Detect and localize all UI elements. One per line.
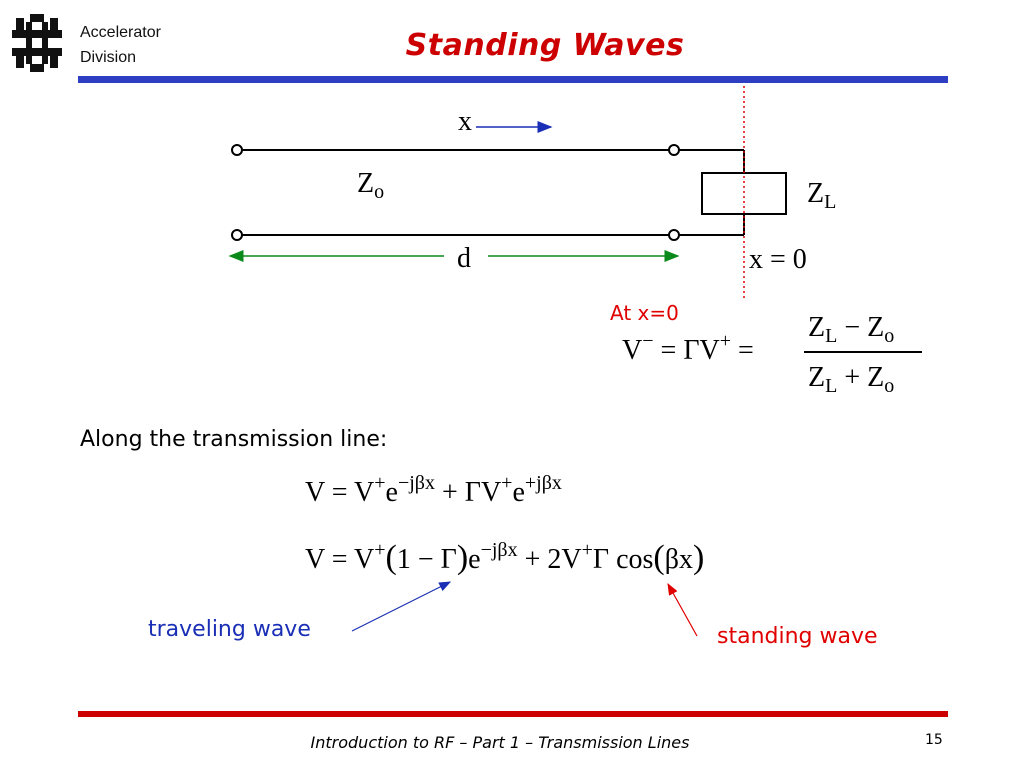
- voltage-equation-1: V = V+e−jβx + ΓV+e+jβx: [305, 472, 562, 508]
- standing-wave-label: standing wave: [717, 624, 878, 649]
- traveling-wave-label: traveling wave: [148, 617, 311, 642]
- at-x0-label: At x=0: [610, 301, 679, 325]
- footer-rule: [78, 711, 948, 717]
- slide-title: Standing Waves: [405, 28, 685, 63]
- zo-sub: o: [374, 181, 385, 203]
- transmission-line-diagram: [228, 86, 787, 298]
- zo-main: Z: [357, 168, 375, 199]
- standing-wave-arrow: [667, 582, 698, 637]
- along-line-text: Along the transmission line:: [80, 427, 388, 452]
- voltage-equation-2: V = V+(1 − Γ)e−jβx + 2V+Γ cos(βx): [305, 539, 705, 576]
- org-name-line2: Division: [80, 49, 137, 66]
- traveling-wave-arrow: [351, 581, 452, 632]
- org-name-line1: Accelerator: [80, 24, 161, 41]
- fraction-denominator: ZL + Zo: [808, 362, 895, 397]
- x-equals-zero-label: x = 0: [749, 244, 807, 275]
- zl-main: Z: [807, 178, 825, 209]
- terminal-top-right: [668, 144, 680, 156]
- fraction-bar: [804, 351, 922, 353]
- length-d-label: d: [457, 243, 471, 274]
- reflection-equation: V− = ΓV+ =: [622, 330, 754, 366]
- terminal-top-left: [231, 144, 243, 156]
- characteristic-impedance-label: Zo: [357, 168, 385, 203]
- terminal-bottom-right: [668, 229, 680, 241]
- footer-text: Introduction to RF – Part 1 – Transmissi…: [310, 733, 690, 752]
- load-impedance-label: ZL: [807, 178, 837, 213]
- fraction-numerator: ZL − Zo: [808, 312, 895, 347]
- fermilab-logo-icon: [12, 14, 62, 72]
- annotation-arrows: [351, 581, 698, 637]
- terminal-bottom-left: [231, 229, 243, 241]
- x-axis-label: x: [458, 106, 472, 137]
- zl-sub: L: [824, 191, 837, 213]
- header-rule: [78, 76, 948, 83]
- page-number: 15: [925, 732, 943, 748]
